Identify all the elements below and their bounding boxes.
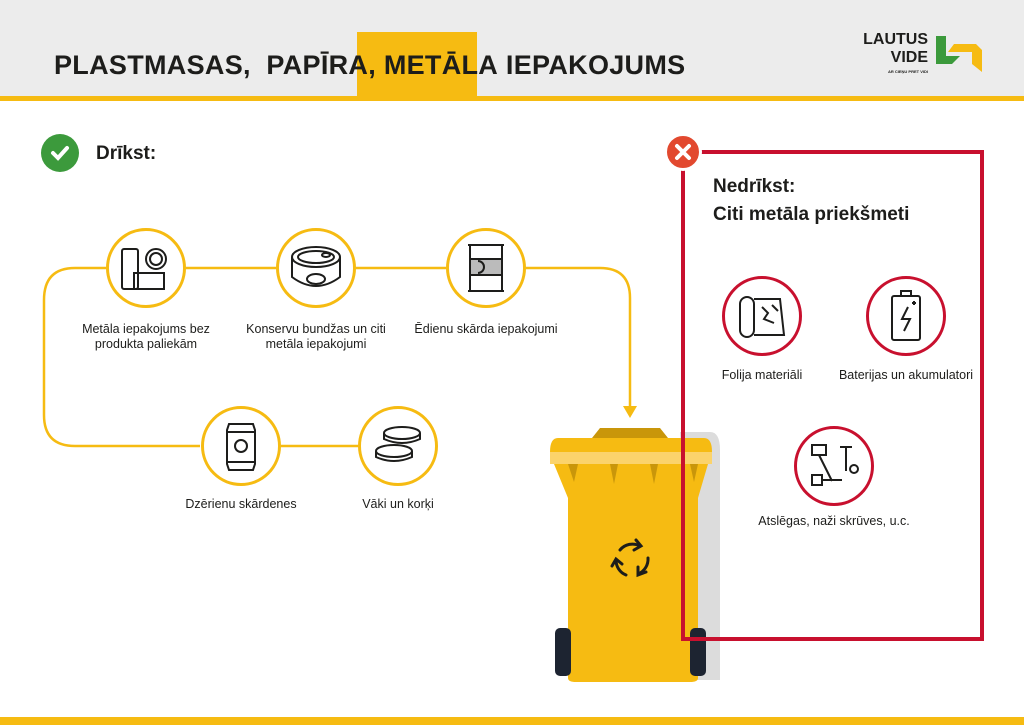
title-highlight <box>357 32 477 96</box>
food-tin-icon <box>446 228 526 308</box>
logo-line2: VIDE <box>890 49 928 66</box>
lids-caps-icon <box>358 406 438 486</box>
allowed-item-label: Ēdienu skārda iepakojumi <box>414 322 558 336</box>
tin-can-icon <box>276 228 356 308</box>
logo-tagline: AR CIEŅU PRET VIDI <box>887 69 928 74</box>
page-title: PLASTMASAS, PAPĪRA, METĀLA IEPAKOJUMS <box>54 32 686 96</box>
header-bar <box>0 0 1024 96</box>
screws-icon <box>794 426 874 506</box>
forbidden-item-label: Atslēgas, naži skrūves, u.c. <box>758 514 910 528</box>
footer-divider <box>0 717 1024 725</box>
allowed-item-label: Vāki un korķi <box>362 497 434 511</box>
forbidden-panel <box>681 150 984 641</box>
logo: LAUTUS VIDE AR CIEŅU PRET VIDI <box>858 31 928 74</box>
check-icon <box>41 134 79 172</box>
title-part: IEPAKOJUMS <box>498 50 686 80</box>
allowed-heading: Drīkst: <box>96 143 157 164</box>
title-part: PLASTMASAS, PAPĪRA, <box>54 50 384 80</box>
metal-packaging-icon <box>106 228 186 308</box>
battery-icon <box>866 276 946 356</box>
allowed-item-label: Metāla iepakojums bez produkta paliekām <box>82 322 210 351</box>
forbidden-heading: Nedrīkst: <box>713 176 796 197</box>
logo-line1: LAUTUS <box>863 31 928 48</box>
forbidden-subheading: Citi metāla priekšmeti <box>713 204 910 225</box>
beverage-can-icon <box>201 406 281 486</box>
cross-icon <box>664 133 702 171</box>
logo-mark-icon <box>936 36 982 72</box>
foil-icon <box>722 276 802 356</box>
header-divider <box>0 96 1024 101</box>
forbidden-item-label: Folija materiāli <box>721 368 803 382</box>
forbidden-item-label: Baterijas un akumulatori <box>838 368 974 382</box>
recycling-bin-icon <box>550 428 720 682</box>
allowed-item-label: Konservu bundžas un citi metāla iepakoju… <box>246 322 386 351</box>
title-part-highlighted: METĀLA <box>383 50 499 80</box>
allowed-item-label: Dzērienu skārdenes <box>185 497 297 511</box>
